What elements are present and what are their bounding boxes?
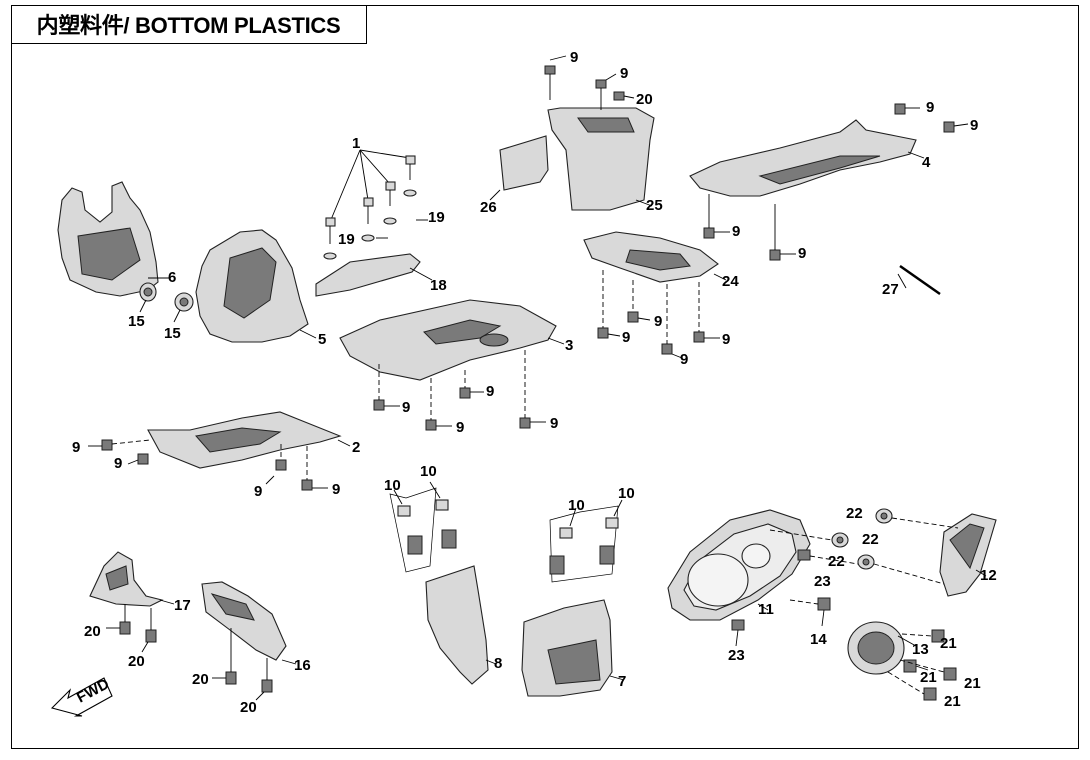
callout-10: 10	[384, 477, 401, 494]
callout-21: 21	[940, 635, 957, 652]
callout-9: 9	[620, 65, 628, 82]
callout-15: 15	[128, 313, 145, 330]
callout-8: 8	[494, 655, 502, 672]
part-10-clips	[389, 481, 623, 583]
callout-22: 22	[862, 531, 879, 548]
callout-9: 9	[680, 351, 688, 368]
callout-9: 9	[550, 415, 558, 432]
part-13-cap	[847, 621, 917, 675]
part-4-rail	[689, 119, 925, 197]
part-7-panel	[521, 599, 625, 697]
fwd-arrow-icon: FWD	[50, 675, 113, 717]
callout-13: 13	[912, 641, 929, 658]
callout-9: 9	[798, 245, 806, 262]
callout-3: 3	[565, 337, 573, 354]
callout-2: 2	[352, 439, 360, 456]
bolts-20	[106, 604, 273, 701]
washers-22	[769, 508, 959, 585]
callout-25: 25	[646, 197, 663, 214]
callout-16: 16	[294, 657, 311, 674]
callout-9: 9	[732, 223, 740, 240]
part-27-rod	[897, 264, 941, 296]
callout-1: 1	[352, 135, 360, 152]
callout-22: 22	[828, 553, 845, 570]
part-24-plate	[583, 231, 727, 283]
callout-23: 23	[728, 647, 745, 664]
bolts-9	[88, 55, 969, 491]
part-8-panel	[425, 565, 497, 685]
callout-10: 10	[618, 485, 635, 502]
diagram-frame	[11, 5, 1079, 749]
part-6-front-bracket	[57, 181, 170, 302]
part-3-skid-plate	[339, 299, 565, 381]
callout-18: 18	[430, 277, 447, 294]
part-12-cover	[939, 513, 997, 597]
callout-17: 17	[174, 597, 191, 614]
callout-19: 19	[428, 209, 445, 226]
callout-12: 12	[980, 567, 997, 584]
bolts-23-14-21	[731, 549, 957, 701]
part-16-bracket	[201, 581, 297, 665]
callout-9: 9	[486, 383, 494, 400]
part-11-cvt-cover	[667, 509, 811, 621]
callout-23: 23	[814, 573, 831, 590]
callout-9: 9	[570, 49, 578, 66]
callout-14: 14	[810, 631, 827, 648]
part-18-plate	[315, 253, 433, 297]
callout-27: 27	[882, 281, 899, 298]
part-25-battery-box	[547, 107, 655, 211]
callout-21: 21	[964, 675, 981, 692]
callout-20: 20	[128, 653, 145, 670]
callout-9: 9	[72, 439, 80, 456]
callout-9: 9	[114, 455, 122, 472]
callout-9: 9	[970, 117, 978, 134]
callout-26: 26	[480, 199, 497, 216]
part-26-cover	[489, 135, 549, 201]
callout-20: 20	[240, 699, 257, 716]
callout-22: 22	[846, 505, 863, 522]
callout-15: 15	[164, 325, 181, 342]
callout-5: 5	[318, 331, 326, 348]
callout-9: 9	[254, 483, 262, 500]
part-17-bracket	[89, 551, 175, 607]
callout-6: 6	[168, 269, 176, 286]
callout-9: 9	[926, 99, 934, 116]
callout-labels: 1234567810101010111213141515171618191920…	[72, 49, 997, 716]
callout-10: 10	[420, 463, 437, 480]
callout-4: 4	[922, 154, 931, 171]
callout-20: 20	[84, 623, 101, 640]
callout-9: 9	[654, 313, 662, 330]
callout-20: 20	[636, 91, 653, 108]
callout-21: 21	[920, 669, 937, 686]
callout-24: 24	[722, 273, 739, 290]
callout-11: 11	[758, 601, 774, 618]
callout-10: 10	[568, 497, 585, 514]
part-15-grommet	[139, 292, 194, 323]
callout-9: 9	[402, 399, 410, 416]
callout-9: 9	[456, 419, 464, 436]
callout-7: 7	[618, 673, 626, 690]
callout-20: 20	[192, 671, 209, 688]
callout-21: 21	[944, 693, 961, 710]
callout-19: 19	[338, 231, 355, 248]
page-title: 内塑料件/ BOTTOM PLASTICS	[36, 13, 341, 38]
part-5-side-panel	[195, 229, 317, 343]
callout-9: 9	[622, 329, 630, 346]
callout-9: 9	[722, 331, 730, 348]
title-box: 内塑料件/ BOTTOM PLASTICS	[11, 5, 367, 44]
part-1-pins	[323, 149, 428, 260]
part-2-lower-plate	[147, 411, 351, 469]
callout-9: 9	[332, 481, 340, 498]
